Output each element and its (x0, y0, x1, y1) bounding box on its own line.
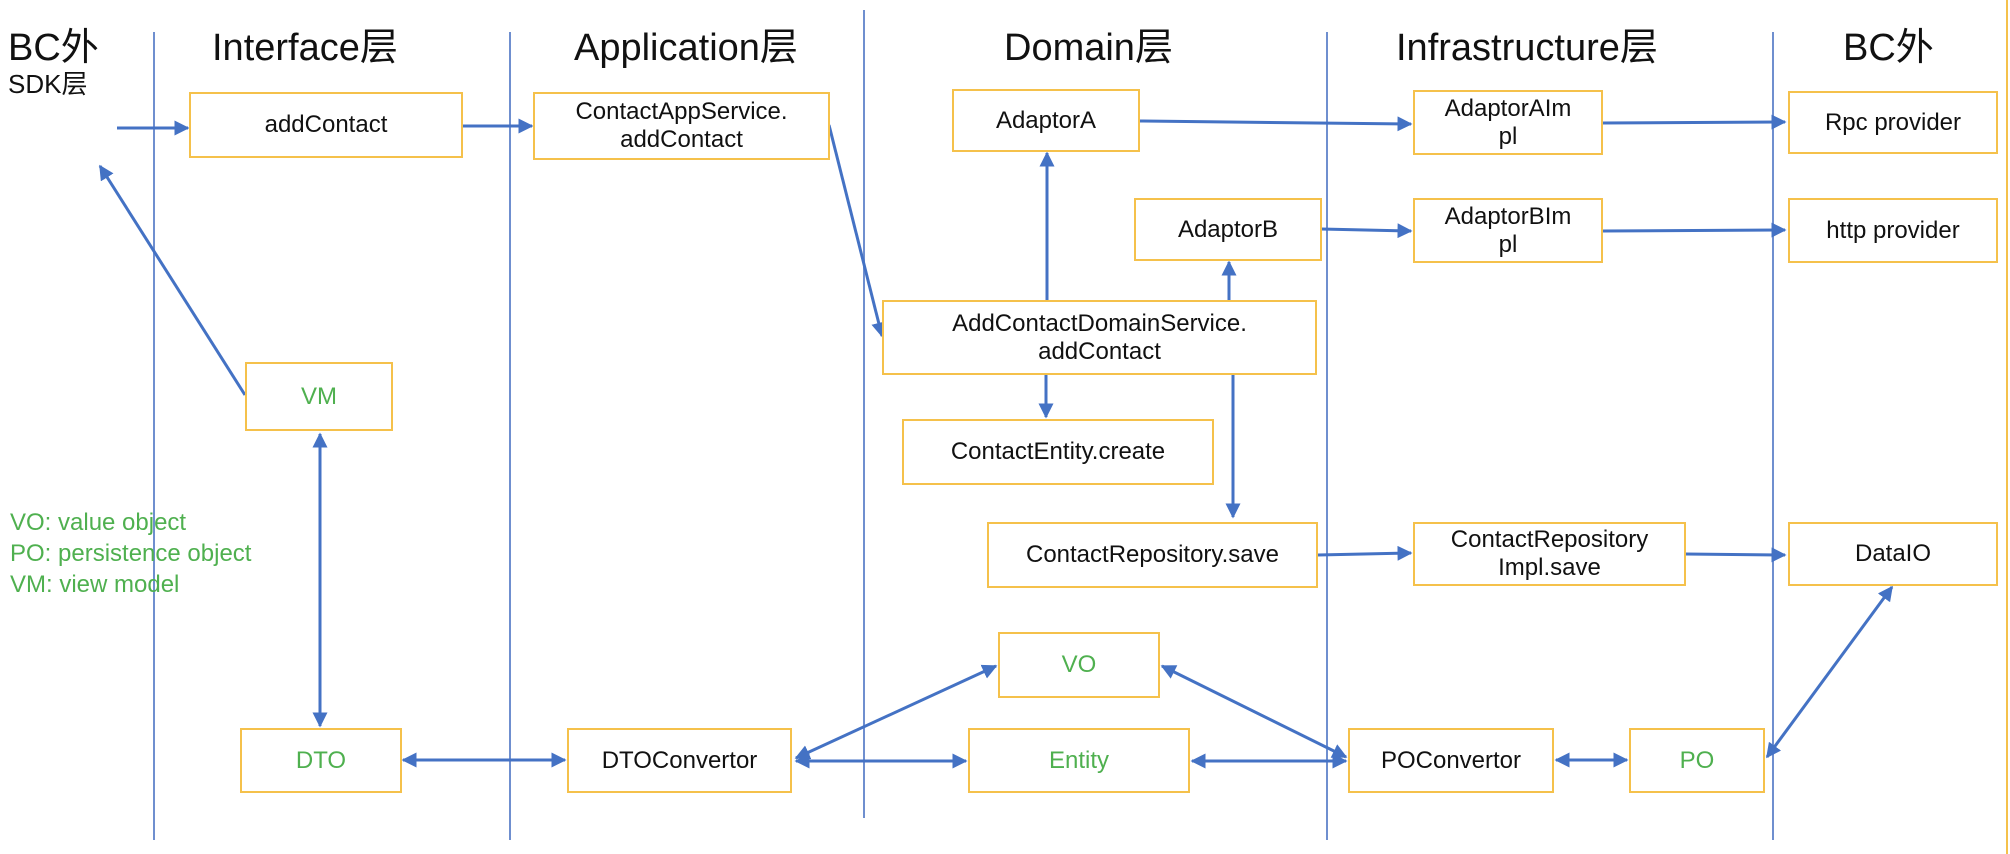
arrow-dtoconvertor-vo (794, 664, 998, 760)
node-http-provider: http provider (1788, 198, 1998, 263)
node-label-line: AddContactDomainService. (952, 309, 1247, 337)
node-label-line: AdaptorAIm (1444, 94, 1572, 122)
legend-item-vm: VM: view model (10, 571, 180, 598)
node-vm: VM (245, 362, 393, 431)
node-data-io: DataIO (1788, 522, 1998, 586)
header-application-layer: Application层 (574, 27, 798, 69)
node-label-line: Impl.save (1498, 554, 1601, 581)
header-bc-outside-right: BC外 (1843, 27, 1934, 69)
header-domain-layer: Domain层 (1004, 27, 1173, 69)
node-label-line: pl (1498, 230, 1518, 258)
arrow-adaptora-to-impl (1138, 116, 1413, 132)
node-entity: Entity (968, 728, 1190, 793)
legend-item-po: PO: persistence object (10, 540, 252, 567)
node-domain-service: AddContactDomainService.addContact (882, 300, 1317, 375)
node-contact-entity-create: ContactEntity.create (902, 419, 1214, 485)
arrow-vm-to-sdk (98, 164, 247, 396)
node-vo: VO (998, 632, 1160, 698)
arrow-adaptorb-to-impl (1320, 223, 1413, 239)
node-dto-convertor: DTOConvertor (567, 728, 792, 793)
arrow-repositoryimpl-to-dataio (1684, 547, 1787, 563)
header-sdk-layer: SDK层 (8, 69, 88, 99)
node-label-line: pl (1498, 122, 1518, 150)
node-po: PO (1629, 728, 1765, 793)
arrow-po-dataio (1765, 585, 1894, 759)
legend-item-vo: VO: value object (10, 509, 187, 536)
arrow-adaptoraimpl-to-rpc (1601, 114, 1787, 130)
node-contact-app-service: ContactAppService.addContact (533, 92, 830, 160)
node-label-line: ContactRepository (1450, 526, 1649, 554)
header-infrastructure-layer: Infrastructure层 (1396, 27, 1658, 69)
header-bc-outside-left: BC外 (8, 27, 99, 69)
node-dto: DTO (240, 728, 402, 793)
node-rpc-provider: Rpc provider (1788, 91, 1998, 154)
node-contact-repository-save: ContactRepository.save (987, 522, 1318, 588)
arrow-adaptorbimpl-to-http (1601, 222, 1787, 238)
node-label-line: addContact (1038, 337, 1161, 365)
node-adaptor-a: AdaptorA (952, 89, 1140, 152)
legend: VO: value object PO: persistence object … (10, 507, 251, 600)
node-add-contact: addContact (189, 92, 463, 158)
header-interface-layer: Interface层 (212, 27, 398, 69)
arrow-repository-to-impl (1317, 545, 1413, 561)
arrow-vo-poconvertor (1160, 664, 1348, 759)
node-adaptor-b: AdaptorB (1134, 198, 1322, 261)
node-label-line: AdaptorBIm (1444, 202, 1572, 230)
node-label-line: ContactAppService. (575, 98, 788, 126)
node-po-convertor: POConvertor (1348, 728, 1554, 793)
arrow-appservice-to-domainservice (827, 124, 886, 338)
node-label-line: addContact (620, 126, 743, 153)
